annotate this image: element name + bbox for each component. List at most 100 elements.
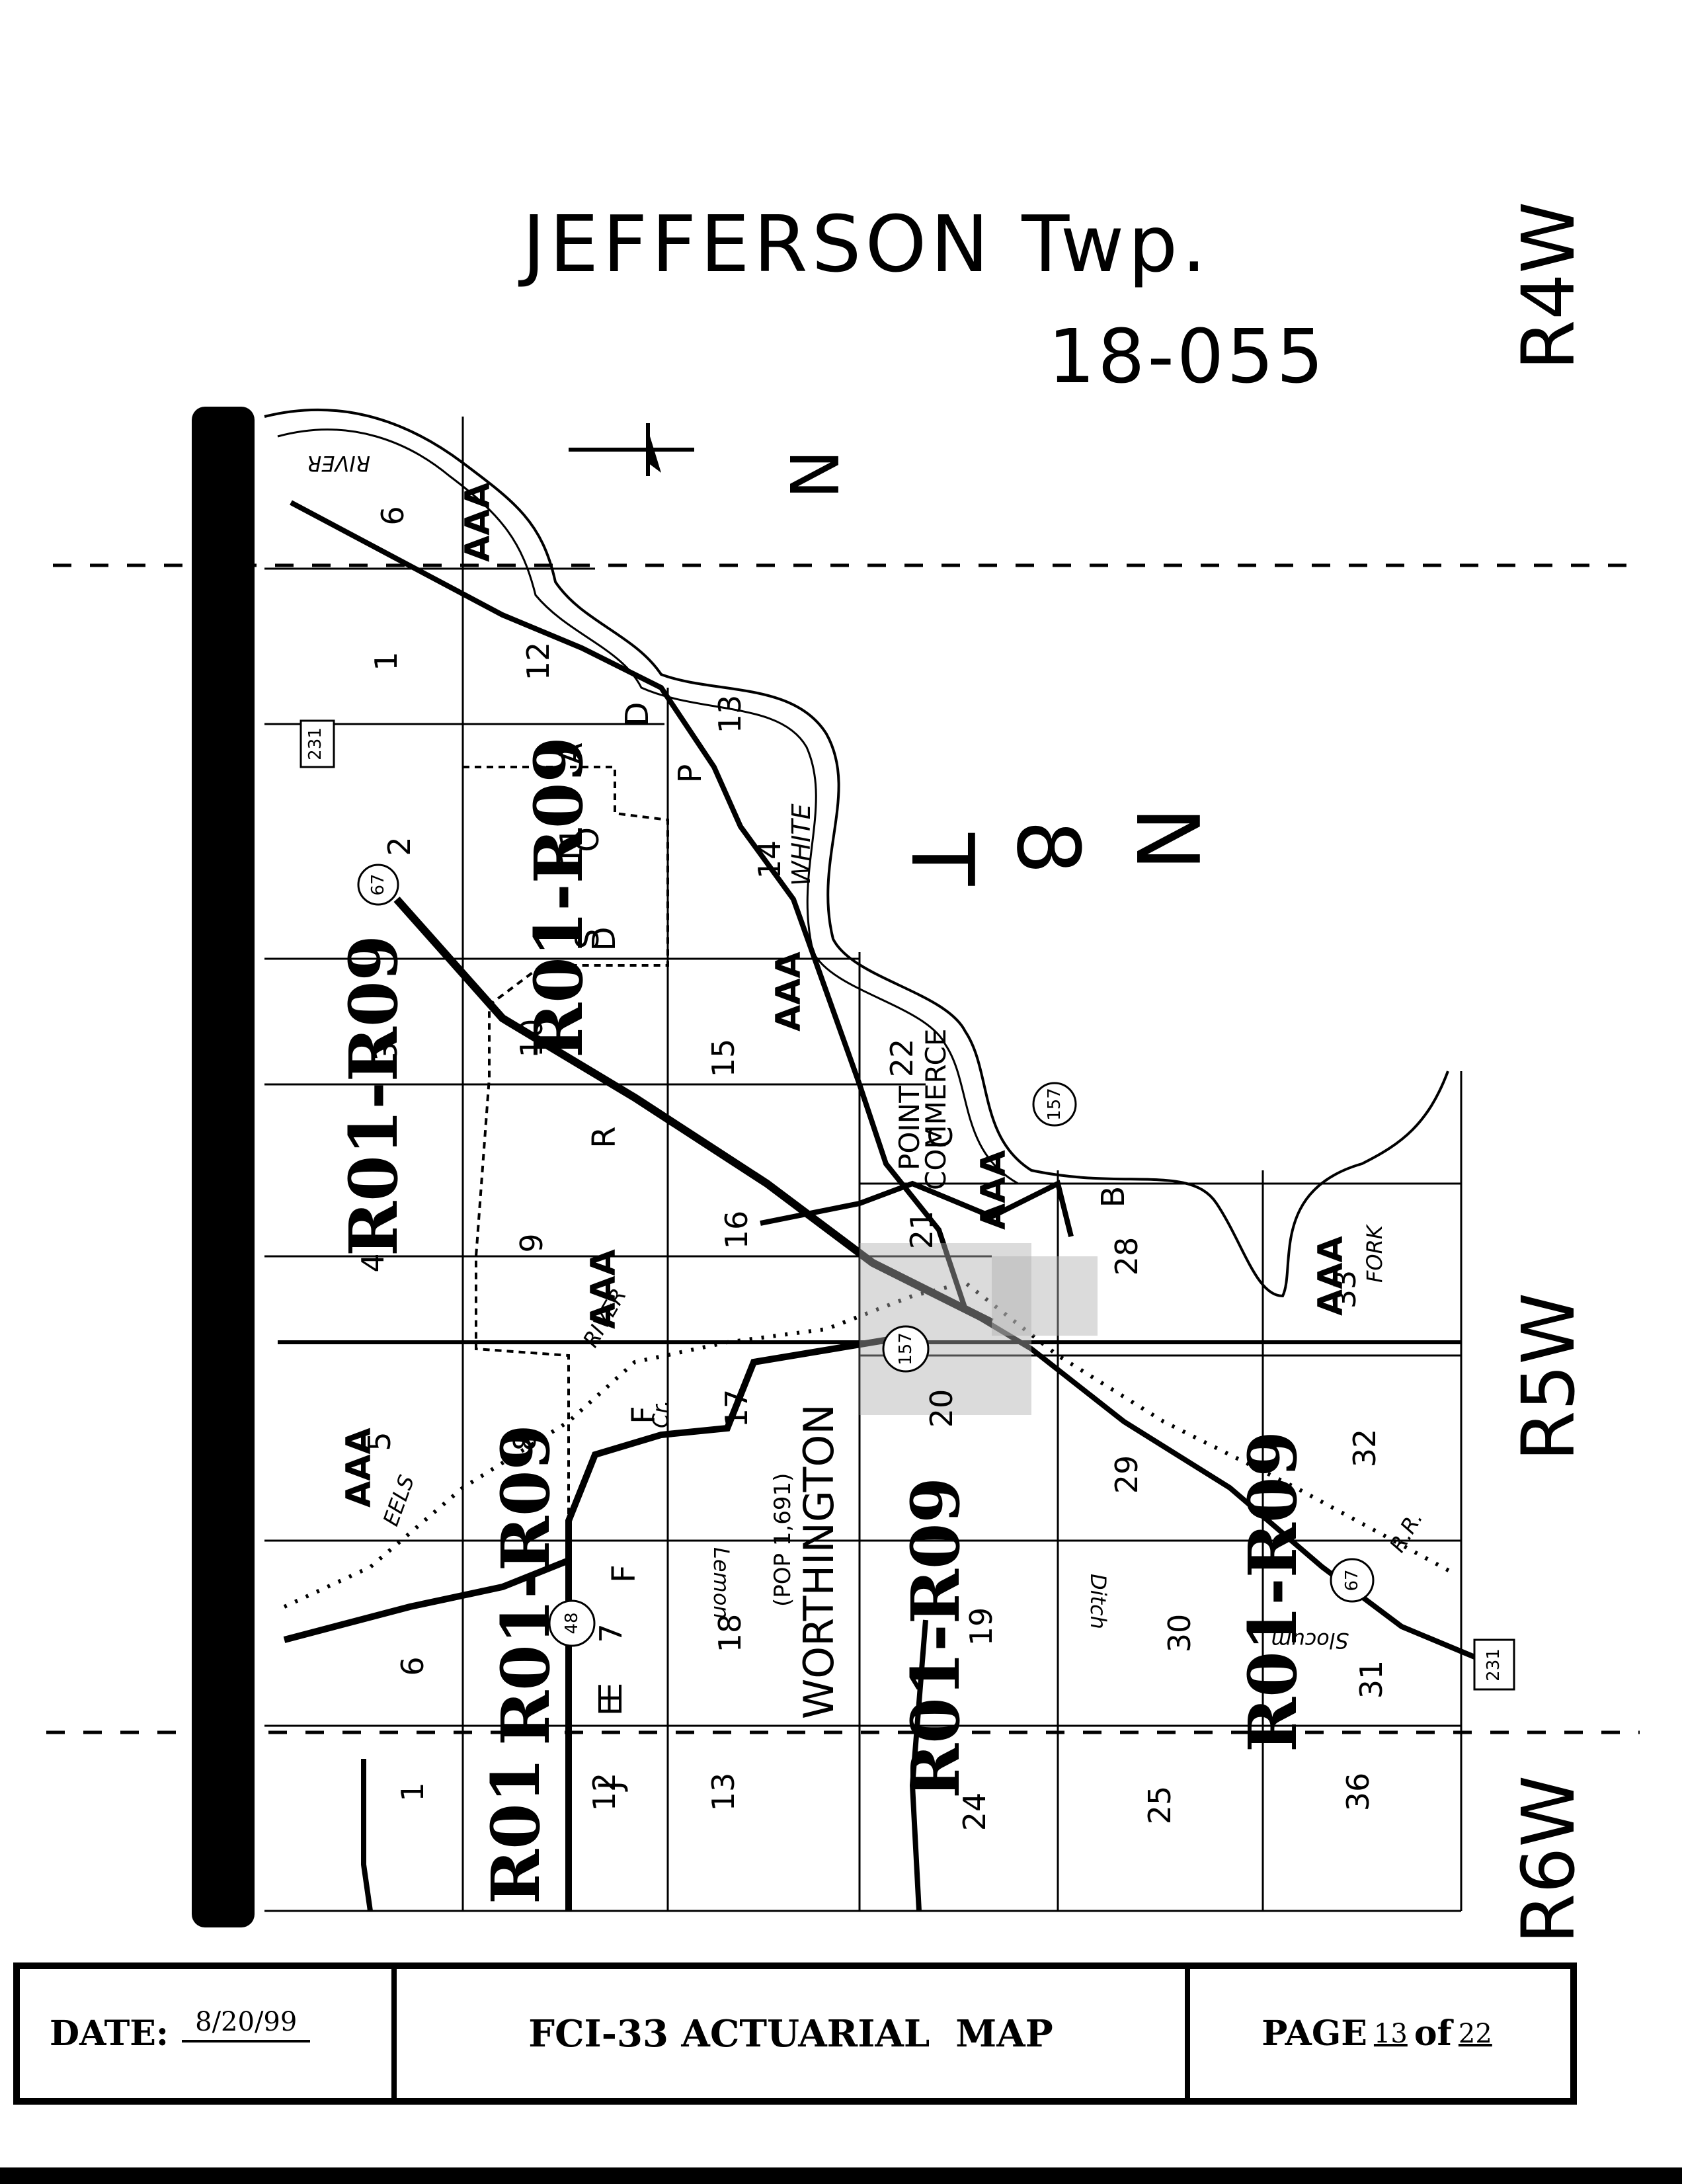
section-letter: E — [592, 1696, 629, 1716]
section-number: 3 — [368, 1041, 404, 1061]
aaa-label-6: AAA — [458, 482, 498, 562]
section-number: 16 — [719, 1211, 754, 1250]
route-shield-231-south: 231 — [1473, 1638, 1515, 1691]
section-number: 28 — [1109, 1237, 1144, 1276]
section-number: 13 — [705, 1773, 741, 1812]
aaa-label-2: AAA — [584, 1249, 623, 1329]
date-value: 8/20/99 — [182, 2007, 311, 2042]
section-letter: A — [553, 743, 590, 764]
svg-text:157: 157 — [896, 1332, 916, 1365]
place-point: POINT — [893, 1086, 926, 1170]
highway-231 — [290, 500, 1482, 1662]
township-8: 8 — [998, 820, 1098, 875]
place-worthington-pop: (POP 1,691) — [770, 1473, 796, 1607]
section-number: 32 — [1347, 1429, 1382, 1468]
north-label: N — [774, 450, 852, 499]
route-shield-67-north: 67 — [357, 864, 399, 906]
section-number: 1 — [395, 1782, 430, 1801]
aaa-label-3: AAA — [769, 951, 809, 1031]
water-label-cr: Cr. — [648, 1400, 673, 1428]
township-n: N — [1117, 807, 1217, 871]
section-number: 22 — [884, 1039, 920, 1078]
aaa-label-4: AAA — [974, 1150, 1014, 1230]
railroad — [283, 1280, 1456, 1609]
water-label-lemon: Lemon — [709, 1547, 734, 1619]
place-worthington: WORTHINGTON — [795, 1404, 843, 1719]
zone-boundary-west — [463, 766, 669, 1514]
section-letter: O — [569, 827, 606, 852]
section-number: 33 — [1327, 1270, 1363, 1309]
aaa-label-1: AAA — [339, 1428, 379, 1508]
township-label: T 8 N — [892, 807, 1217, 886]
water-label-ditch: Ditch — [1086, 1574, 1111, 1629]
section-number: 6 — [395, 1656, 430, 1676]
section-letter: P — [672, 764, 709, 784]
svg-text:67: 67 — [1342, 1569, 1362, 1591]
footer-page-cell: PAGE 13 of 22 — [1190, 1969, 1570, 2098]
svg-text:67: 67 — [368, 873, 388, 895]
range-label-r4w: R4W — [1506, 202, 1591, 370]
water-label-rr: R.R. — [1384, 1507, 1427, 1557]
water-label-fork: FORK — [1362, 1223, 1387, 1283]
section-number: 5 — [362, 1432, 397, 1451]
section-number: 13 — [712, 695, 748, 734]
worthington-town-area — [860, 1243, 1031, 1415]
zone-label-2: R01-R09 — [520, 737, 598, 1058]
section-letter: B — [1095, 1186, 1132, 1208]
route-shield-67-south: 67 — [1330, 1558, 1375, 1603]
section-number: 17 — [719, 1389, 754, 1428]
white-river-bank-outer — [264, 408, 1449, 1298]
white-river-bank-inner — [277, 428, 1019, 1185]
section-letter: S — [569, 929, 606, 949]
range-label-r6w: R6W — [1506, 1775, 1591, 1944]
highway-157 — [283, 1332, 913, 1643]
section-number: 10 — [514, 1019, 549, 1058]
svg-text:231: 231 — [305, 727, 325, 760]
section-number: 21 — [904, 1211, 940, 1250]
svg-text:157: 157 — [1045, 1088, 1064, 1121]
section-number: 29 — [1109, 1455, 1144, 1494]
svg-text:231: 231 — [1484, 1648, 1503, 1681]
zone-label-1: R01-R09 — [335, 935, 413, 1256]
section-number: 2 — [381, 836, 417, 856]
point-commerce-town-area — [992, 1256, 1098, 1336]
route-shield-157-east: 157 — [1032, 1082, 1077, 1127]
zone-label-6: R01 — [477, 1758, 555, 1904]
section-number: 12 — [520, 642, 556, 681]
section-letter: F — [606, 1564, 643, 1583]
section-letter: C — [923, 1126, 960, 1149]
svg-text:48: 48 — [562, 1612, 582, 1634]
footer-title-cell: FCI-33 ACTUARIAL MAP — [397, 1969, 1190, 2098]
county-road-157-east — [760, 1180, 1074, 1237]
zone-label-5: R01-R09 — [1234, 1431, 1312, 1752]
township-code: 18-055 — [1048, 314, 1326, 400]
section-number: 31 — [1353, 1660, 1389, 1699]
section-number: 25 — [1142, 1786, 1178, 1825]
water-label-slocum: Slocum — [1271, 1628, 1349, 1653]
section-number: 1 — [368, 651, 404, 670]
map-title: FCI-33 ACTUARIAL MAP — [528, 2011, 1053, 2056]
place-commerce: COMMERCE — [920, 1029, 952, 1190]
section-number: 20 — [924, 1389, 959, 1428]
section-number: 19 — [963, 1607, 999, 1646]
section-letter: R — [586, 1126, 623, 1148]
page-number: 13 — [1373, 2018, 1408, 2049]
zone-label-4: R01-R09 — [897, 1477, 975, 1799]
route-shield-48: 48 — [548, 1599, 596, 1647]
bottom-edge-bar — [0, 2167, 1682, 2184]
water-label-white: WHITE — [787, 803, 816, 886]
range-label-r5w: R5W — [1506, 1293, 1591, 1461]
section-number: 30 — [1162, 1614, 1197, 1653]
section-number: 14 — [752, 840, 787, 879]
section-letter: J — [592, 1781, 629, 1792]
route-shield-231-north: 231 — [300, 719, 335, 768]
section-number: 36 — [1340, 1773, 1376, 1812]
section-number: 8 — [507, 1432, 543, 1451]
highway-67 — [393, 897, 994, 1326]
aaa-label-5: AAA — [1311, 1236, 1351, 1316]
section-letter: F — [625, 1406, 662, 1424]
footer-box: DATE: 8/20/99 FCI-33 ACTUARIAL MAP PAGE … — [13, 1962, 1577, 2105]
page-of: of — [1414, 2013, 1452, 2054]
section-number: 18 — [712, 1614, 748, 1653]
